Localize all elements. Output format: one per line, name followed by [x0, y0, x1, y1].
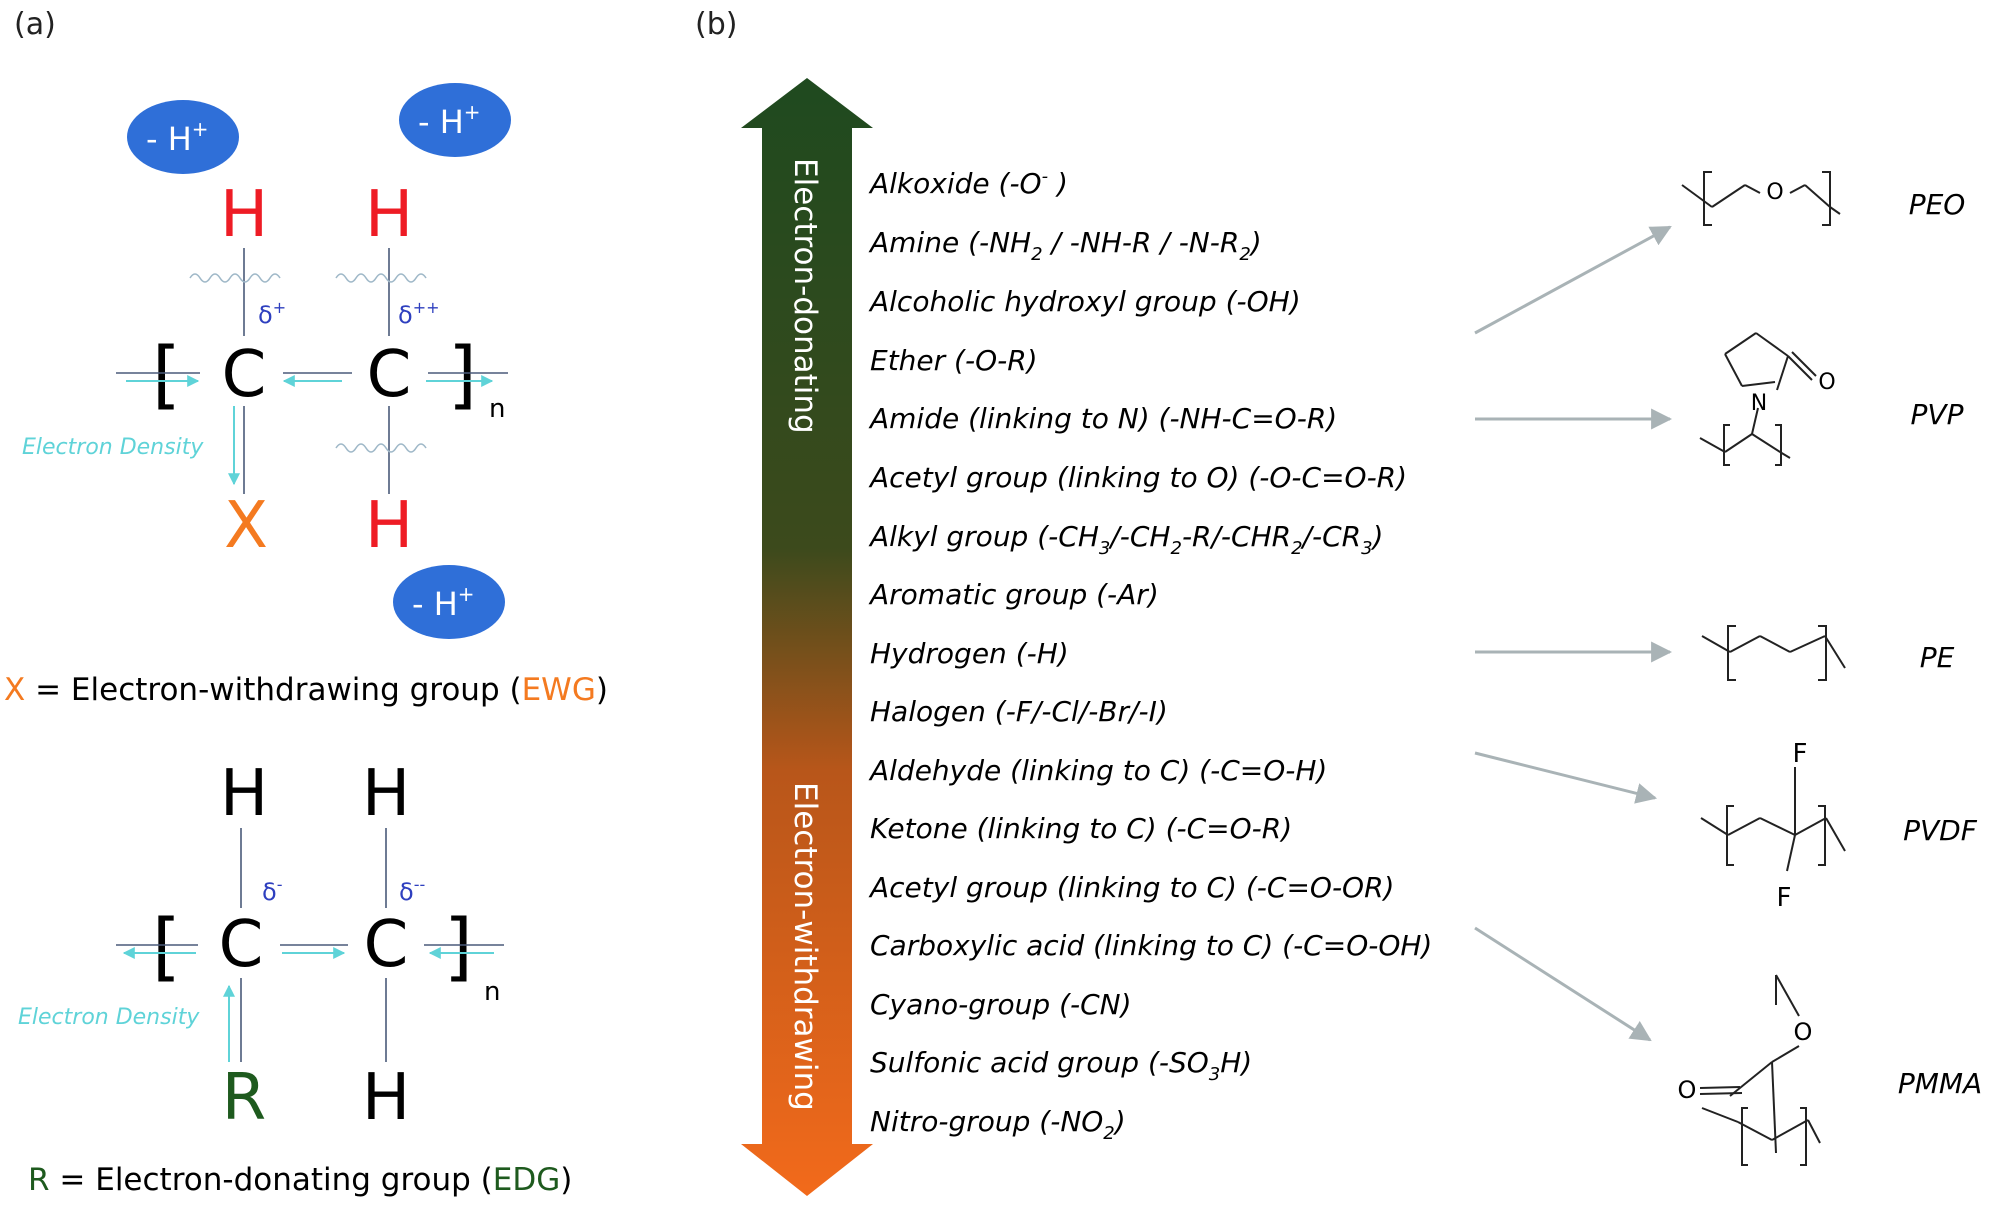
edg-text: = Electron-donating group (	[50, 1162, 493, 1198]
electron-gradient-arrow	[741, 78, 873, 1196]
panel-a-label: (a)	[14, 7, 56, 42]
pvp-nitrogen: N	[1751, 391, 1767, 416]
arrow-label-donating: Electron-donating	[787, 158, 823, 434]
wavy-bond-icon	[189, 273, 427, 453]
list-item: Acetyl group (linking to O) (-O-C=O-R)	[868, 461, 1407, 494]
list-item: Carboxylic acid (linking to C) (-C=O-OH)	[870, 929, 1432, 962]
polymer-label-pmma: PMMA	[1898, 1067, 1982, 1100]
electron-density-label: Electron Density	[22, 435, 204, 460]
carbon-right: C	[364, 908, 409, 982]
list-item: Hydrogen (-H)	[870, 637, 1069, 670]
electron-density-label: Electron Density	[18, 1005, 200, 1030]
pvdf-fluorine-top: F	[1793, 739, 1808, 769]
ewg-close: )	[596, 672, 608, 708]
peo-oxygen: O	[1766, 180, 1783, 205]
list-item: Aldehyde (linking to C) (-C=O-H)	[868, 754, 1327, 787]
ewg-symbol: X	[4, 672, 25, 708]
substituent-x: X	[224, 489, 268, 563]
list-item: Sulfonic acid group (-SO3H)	[870, 1046, 1252, 1085]
edg-legend: R = Electron-donating group (EDG)	[28, 1162, 572, 1198]
bracket-open: [	[152, 904, 181, 990]
electron-flow-arrows	[122, 947, 494, 1062]
pvdf-structure	[1700, 767, 1846, 872]
list-item: Halogen (-F/-Cl/-Br/-I)	[870, 695, 1168, 728]
arrow-label-withdrawing: Electron-withdrawing	[787, 782, 823, 1111]
list-item: Alkyl group (-CH3/-CH2-R/-CHR2/-CR3)	[868, 520, 1383, 559]
hydrogen-bottom-right: H	[365, 489, 413, 563]
list-item: Nitro-group (-NO2)	[870, 1105, 1126, 1144]
ewg-legend: X = Electron-withdrawing group (EWG)	[4, 672, 608, 708]
edg-symbol: R	[28, 1162, 50, 1198]
bracket-close: ]	[444, 904, 473, 990]
list-item: Acetyl group (linking to C) (-C=O-OR)	[868, 871, 1394, 904]
polymer-label-peo: PEO	[1909, 188, 1966, 221]
ewg-text: = Electron-withdrawing group (	[25, 672, 521, 708]
list-item: Cyano-group (-CN)	[870, 988, 1132, 1021]
delta-minus-minus: δ--	[399, 875, 425, 906]
bond-lines	[116, 828, 504, 1062]
pmma-oxygen-left: O	[1678, 1076, 1697, 1104]
pvdf-fluorine-bottom: F	[1777, 883, 1792, 913]
delta-plus-plus: δ++	[398, 298, 440, 329]
list-item: Amine (-NH2 / -NH-R / -N-R2)	[868, 226, 1262, 265]
hydrogen-top-right: H	[365, 178, 413, 252]
panel-b-label: (b)	[695, 7, 737, 42]
edg-close: )	[560, 1162, 572, 1198]
svg-text:- H+: - H+	[412, 582, 475, 623]
subscript-n: n	[484, 977, 500, 1007]
pmma-structure	[1699, 974, 1821, 1166]
polymer-label-pe: PE	[1920, 641, 1955, 674]
subscript-n: n	[489, 394, 505, 424]
delta-plus: δ+	[258, 298, 286, 329]
list-item: Aromatic group (-Ar)	[868, 578, 1159, 611]
pmma-oxygen-top: O	[1794, 1018, 1813, 1046]
proton-bubble: - H+	[399, 83, 511, 157]
list-item: Alkoxide (-O- )	[868, 166, 1068, 200]
list-item: Amide (linking to N) (-NH-C=O-R)	[868, 402, 1337, 435]
proton-bubble: - H+	[127, 100, 239, 174]
hydrogen-top-left: H	[220, 178, 268, 252]
connector-arrows	[1474, 225, 1673, 1042]
carbon-left: C	[219, 908, 264, 982]
hydrogen-top-left: H	[220, 757, 268, 831]
bracket-close: ]	[448, 332, 477, 418]
substituent-r: R	[222, 1061, 266, 1135]
bracket-open: [	[152, 332, 181, 418]
pvp-structure	[1699, 332, 1817, 466]
peo-structure	[1681, 171, 1841, 226]
proton-bubble: - H+	[393, 565, 505, 639]
edg-abbrev: EDG	[493, 1162, 560, 1198]
hydrogen-bottom-right: H	[362, 1061, 410, 1135]
electron-flow-arrows	[126, 375, 494, 486]
pe-structure	[1701, 625, 1846, 681]
polymer-label-pvp: PVP	[1911, 398, 1964, 431]
bond-lines	[116, 248, 508, 494]
hydrogen-top-right: H	[362, 757, 410, 831]
list-item: Ether (-O-R)	[870, 344, 1038, 377]
carbon-right: C	[367, 338, 412, 412]
list-item: Ketone (linking to C) (-C=O-R)	[870, 812, 1292, 845]
functional-group-list: Alkoxide (-O- ) Amine (-NH2 / -NH-R / -N…	[868, 166, 1432, 1144]
polymer-label-pvdf: PVDF	[1903, 814, 1978, 847]
list-item: Alcoholic hydroxyl group (-OH)	[868, 285, 1301, 318]
pvp-oxygen: O	[1818, 370, 1835, 395]
carbon-left: C	[222, 338, 267, 412]
delta-minus: δ-	[262, 875, 282, 906]
ewg-abbrev: EWG	[522, 672, 596, 708]
